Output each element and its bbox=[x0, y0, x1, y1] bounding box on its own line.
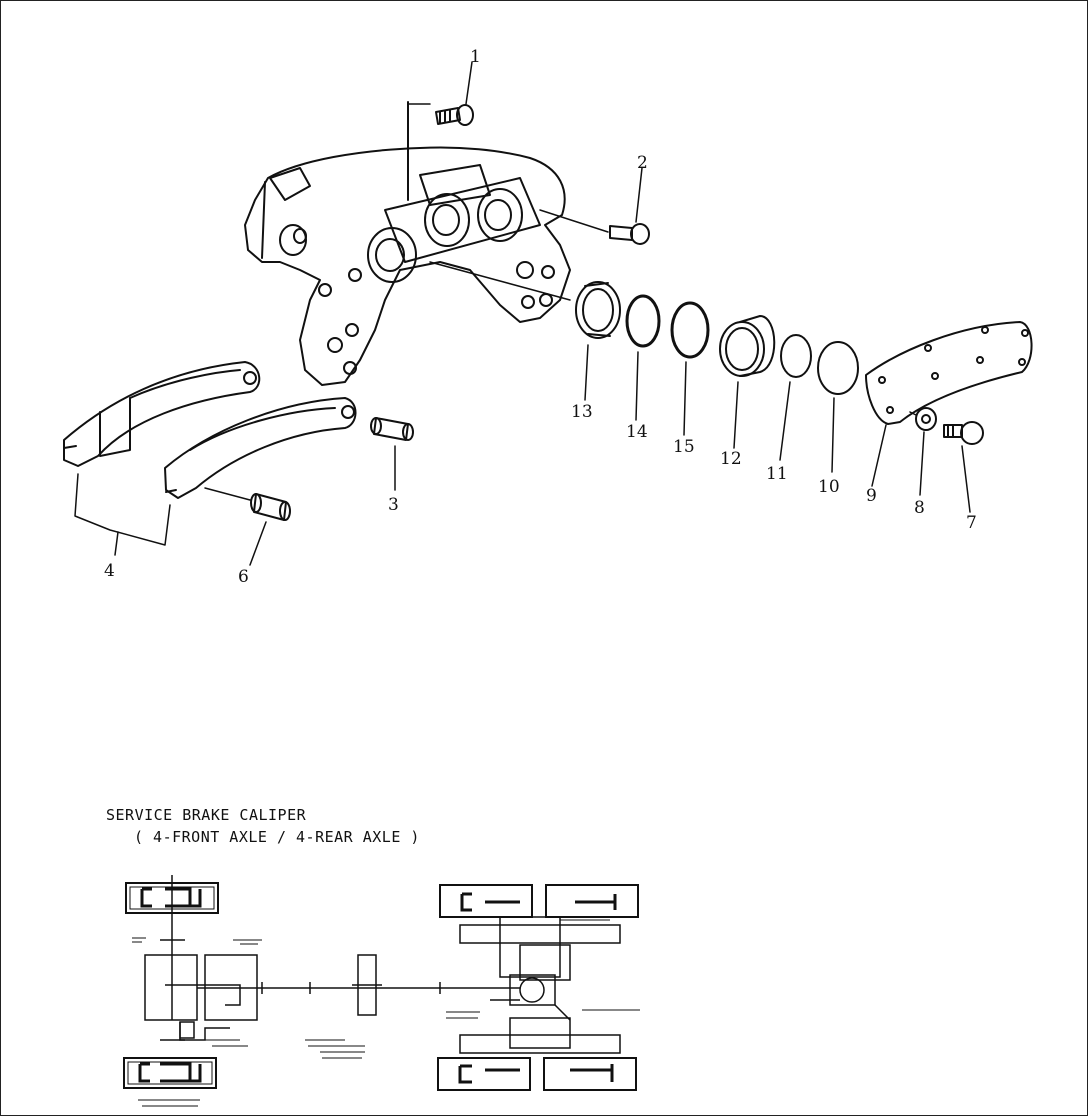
dust-seal-part-13 bbox=[575, 281, 621, 401]
schematic-caliper-box bbox=[545, 884, 639, 918]
bolt-part-1 bbox=[435, 61, 474, 126]
ring-part-15 bbox=[670, 301, 710, 436]
callout-3: 3 bbox=[388, 495, 399, 515]
schematic-fine-annotations bbox=[132, 919, 640, 1107]
schematic-caption-subtitle: ( 4-FRONT AXLE / 4-REAR AXLE ) bbox=[134, 828, 420, 846]
callout-labels: 1 2 3 4 6 7 8 9 10 11 12 13 14 15 bbox=[104, 47, 977, 587]
schematic-caliper-box bbox=[123, 1057, 217, 1089]
ring-part-14 bbox=[625, 294, 661, 421]
piston-part-12 bbox=[719, 315, 776, 449]
callout-14: 14 bbox=[626, 422, 648, 442]
callout-1: 1 bbox=[470, 47, 481, 67]
washer-part-8 bbox=[909, 407, 937, 496]
schematic-caliper-box bbox=[437, 1057, 531, 1091]
schematic-caliper-box bbox=[543, 1057, 637, 1091]
shim-part-9 bbox=[865, 321, 1033, 487]
callout-15: 15 bbox=[673, 437, 695, 457]
bolt-part-2 bbox=[539, 167, 650, 245]
pin-part-3 bbox=[370, 417, 414, 491]
ring-part-11 bbox=[779, 334, 812, 461]
callout-7: 7 bbox=[966, 513, 977, 533]
bolt-part-7 bbox=[943, 421, 984, 513]
callout-6: 6 bbox=[238, 567, 249, 587]
brake-pad-part-4 bbox=[63, 361, 357, 556]
callout-9: 9 bbox=[866, 486, 877, 506]
callout-10: 10 bbox=[818, 477, 840, 497]
callout-8: 8 bbox=[914, 498, 925, 518]
callout-12: 12 bbox=[720, 449, 742, 469]
callout-4: 4 bbox=[104, 561, 115, 581]
brake-system-schematic bbox=[123, 875, 640, 1107]
schematic-caption-title: SERVICE BRAKE CALIPER bbox=[106, 806, 307, 824]
plate-part-10 bbox=[817, 341, 859, 473]
callout-13: 13 bbox=[571, 402, 593, 422]
pin-part-6 bbox=[204, 487, 291, 566]
callout-11: 11 bbox=[766, 464, 788, 484]
callout-2: 2 bbox=[637, 153, 648, 173]
schematic-caliper-box bbox=[439, 884, 533, 918]
caliper-body bbox=[244, 146, 571, 386]
